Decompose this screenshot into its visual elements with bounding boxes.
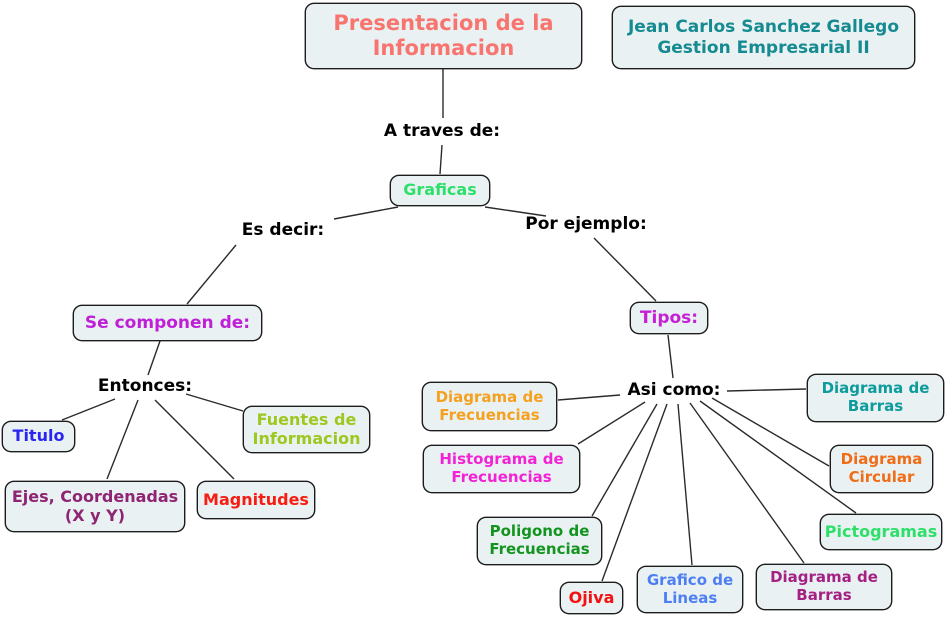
label-por-ejemplo: Por ejemplo: [525,213,647,234]
edge-label-es-decir--se-componen-de-box [186,244,237,305]
label-asi-como: Asi como: [627,380,721,401]
edge-label-entonces--ejes-coordenadas-box [106,399,139,480]
ojiva-box[interactable]: Ojiva [560,582,623,614]
edge-label-entonces--magnitudes-box [154,399,235,480]
diagrama-barras-bottom-box[interactable]: Diagrama de Barras [756,564,892,610]
edge-label-asi-como--diagrama-frecuencias-box [557,394,621,401]
edge-label-asi-como--histograma-frecuencias-box [577,401,646,445]
edge-label-entonces--titulo-box [61,398,116,421]
titulo-box[interactable]: Titulo [2,421,75,452]
author-box[interactable]: Jean Carlos Sanchez Gallego Gestion Empr… [612,6,915,69]
edge-label-asi-como--ojiva-box [601,403,668,582]
edge-se-componen-de-box--label-entonces [147,340,161,376]
label-es-decir: Es decir: [241,219,325,240]
edge-label-asi-como--grafico-lineas-box [677,403,693,566]
diagrama-circular-box[interactable]: Diagrama Circular [830,445,933,493]
edge-label-asi-como--diagrama-barras-bottom-box [689,402,805,564]
edge-graficas-box--label-es-decir [333,206,399,220]
edge-label-asi-como--diagrama-barras-top-box [726,388,807,392]
edge-label-por-ejemplo--tipos-box [593,237,657,302]
fuentes-informacion-box[interactable]: Fuentes de Informacion [243,406,370,453]
edge-tipos-box--label-asi-como [667,334,674,379]
pictogramas-box[interactable]: Pictogramas [820,514,942,550]
title-box[interactable]: Presentacion de la Informacion [305,3,582,69]
poligono-frecuencias-box[interactable]: Poligono de Frecuencias [477,517,602,565]
label-entonces: Entonces: [97,376,193,397]
grafico-lineas-box[interactable]: Grafico de Lineas [637,566,743,613]
se-componen-de-box[interactable]: Se componen de: [73,305,262,341]
diagrama-frecuencias-box[interactable]: Diagrama de Frecuencias [422,382,557,431]
label-a-traves-de: A traves de: [383,121,501,142]
ejes-coordenadas-box[interactable]: Ejes, Coordenadas (X y Y) [5,481,185,532]
magnitudes-box[interactable]: Magnitudes [197,481,315,519]
edge-label-a-traves-de--graficas-box [439,144,443,175]
tipos-box[interactable]: Tipos: [630,302,708,334]
graficas-box[interactable]: Graficas [390,175,490,206]
diagrama-barras-top-box[interactable]: Diagrama de Barras [807,374,944,422]
edge-label-asi-como--poligono-frecuencias-box [591,403,658,517]
histograma-frecuencias-box[interactable]: Histograma de Frecuencias [423,445,580,493]
